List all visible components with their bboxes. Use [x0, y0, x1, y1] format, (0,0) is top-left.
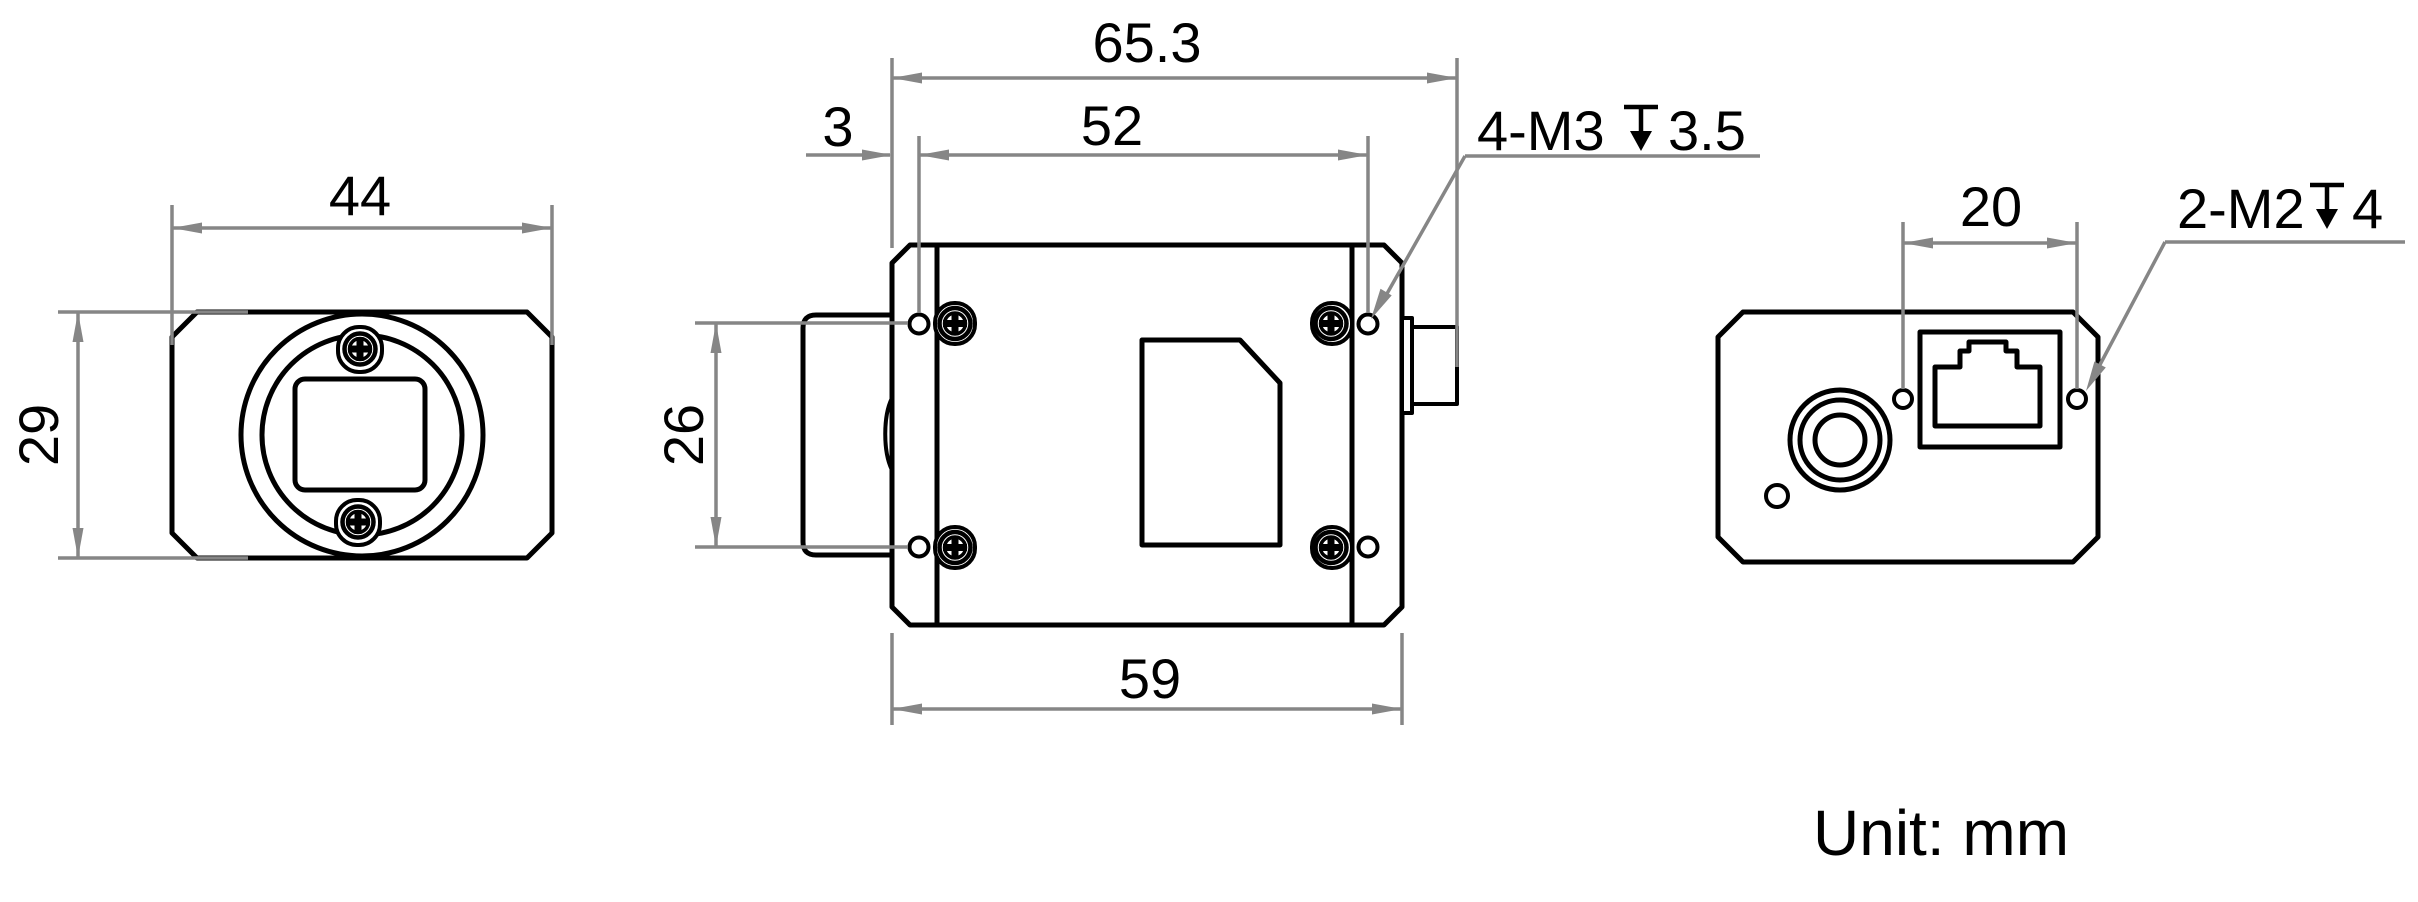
phillips-screw-icon [940, 532, 971, 563]
power-io-connector-mid [1797, 397, 1883, 483]
dim-m2-span: 20 [1901, 175, 2079, 389]
barrel-break-curve [883, 397, 894, 471]
phillips-screw-icon [940, 308, 971, 339]
front-body-outline [169, 309, 555, 561]
dim-front-width: 44 [170, 164, 554, 345]
m3-hole [1356, 312, 1380, 336]
rear-view: 20 2-M2 4 [1715, 175, 2405, 565]
lens-mount-outer-ring [238, 311, 486, 559]
rear-connector-barrel [1410, 325, 1459, 406]
dim-body-length: 59 [890, 633, 1404, 725]
m3-hole [907, 535, 931, 559]
depth-symbol-icon [2310, 185, 2344, 229]
label-sticker [1139, 337, 1283, 548]
front-view: 44 29 [7, 164, 555, 561]
lens-barrel [800, 312, 892, 558]
dim-hole-span: 52 [917, 94, 1370, 313]
callout-m3-threads: 4-M3 3.5 [1371, 99, 1760, 319]
m2-hole [2066, 388, 2088, 410]
m3-hole [907, 312, 931, 336]
dim-hole-span-value: 52 [1081, 94, 1143, 157]
dim-front-height-value: 29 [7, 404, 70, 466]
callout-m3-depth: 3.5 [1668, 99, 1746, 162]
phillips-screw-icon [343, 507, 374, 538]
phillips-screw-icon [1316, 308, 1347, 339]
unit-note: Unit: mm [1813, 797, 2069, 869]
phillips-screw-icon [345, 334, 376, 365]
depth-symbol-icon [1624, 107, 1658, 151]
dim-front-width-value: 44 [329, 164, 391, 227]
dim-overall-length: 65.3 [890, 11, 1459, 367]
power-io-connector-outer [1787, 387, 1893, 493]
callout-m2-depth: 4 [2352, 177, 2383, 240]
dim-front-offset-value: 3 [822, 95, 853, 158]
dim-front-height: 29 [7, 310, 248, 560]
callout-m3-prefix: 4-M3 [1477, 99, 1605, 162]
dim-overall-length-value: 65.3 [1093, 11, 1202, 74]
dim-m2-span-value: 20 [1960, 175, 2022, 238]
power-io-connector-inner [1812, 412, 1868, 468]
top-view: 65.3 52 3 26 59 [652, 11, 1760, 725]
dim-front-offset: 3 [806, 95, 892, 161]
sensor-window [292, 376, 428, 493]
dim-hole-row-span: 26 [652, 321, 908, 549]
m3-hole [1356, 535, 1380, 559]
phillips-screw-icon [1316, 532, 1347, 563]
callout-m2-prefix: 2-M2 [2177, 177, 2305, 240]
m2-hole [1892, 388, 1914, 410]
dim-hole-row-span-value: 26 [652, 404, 715, 466]
dim-body-length-value: 59 [1119, 647, 1181, 710]
rj45-socket [1932, 339, 2043, 429]
callout-m2-threads: 2-M2 4 [2086, 177, 2405, 391]
led-indicator [1764, 483, 1790, 509]
